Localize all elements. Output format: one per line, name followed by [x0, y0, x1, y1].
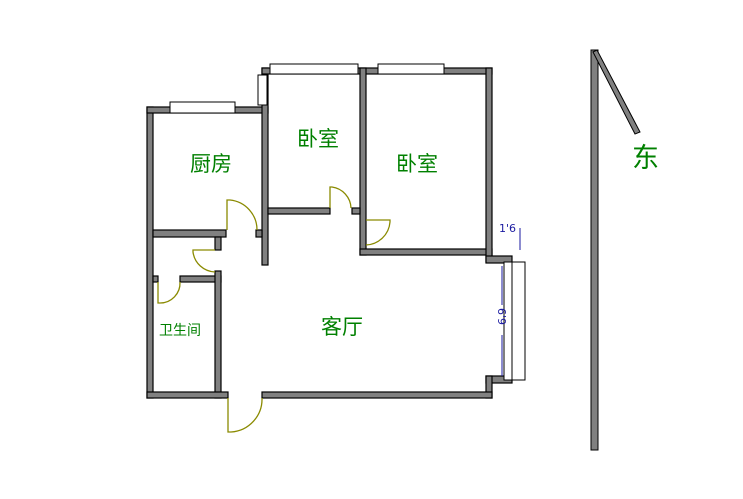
compass-bar [590, 49, 599, 451]
compass-label-east: 东 [632, 143, 659, 174]
dimension-bay-depth: 1'6 [499, 222, 516, 235]
room-label-bedroom-2: 卧室 [396, 152, 438, 176]
compass-arrow-icon [592, 49, 641, 135]
dimension-bay-width: 6'9 [495, 308, 508, 325]
room-label-bedroom-1: 卧室 [297, 127, 339, 151]
room-label-kitchen: 厨房 [190, 152, 232, 176]
walls [146, 67, 513, 399]
dimension-lines [501, 228, 521, 376]
room-label-bathroom: 卫生间 [159, 323, 201, 339]
windows [169, 63, 526, 381]
compass [590, 49, 641, 451]
room-label-living-room: 客厅 [321, 315, 363, 339]
doors [157, 186, 391, 433]
